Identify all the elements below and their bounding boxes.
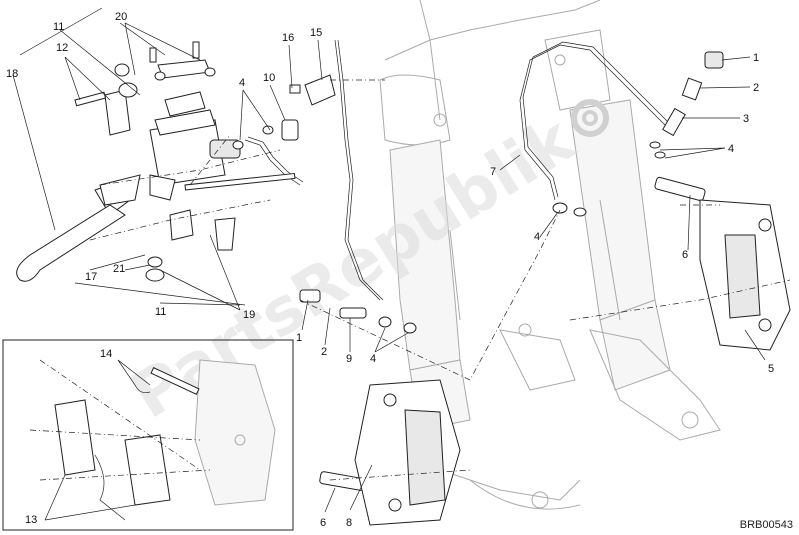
callout-19: 19 — [243, 309, 255, 321]
callout-4: 4 — [728, 143, 734, 155]
callout-1: 1 — [296, 332, 302, 344]
callout-1: 1 — [753, 52, 759, 64]
callout-8: 8 — [346, 517, 352, 529]
caliper-right — [699, 199, 791, 351]
callout-12: 12 — [56, 42, 68, 54]
callout-5: 5 — [768, 363, 774, 375]
callout-9: 9 — [346, 353, 352, 365]
callout-20: 20 — [115, 11, 127, 23]
callout-16: 16 — [282, 32, 294, 44]
callout-3: 3 — [743, 113, 749, 125]
inset-brake-pads — [2, 339, 294, 531]
callout-2: 2 — [753, 82, 759, 94]
callout-11: 11 — [155, 306, 166, 318]
callout-17: 17 — [85, 271, 97, 283]
callout-4: 4 — [370, 353, 376, 365]
alignment-lines — [29, 79, 791, 481]
banjo-bolts-and-washers — [232, 51, 724, 491]
callout-13: 13 — [25, 514, 37, 526]
gear-icon — [571, 99, 609, 137]
callout-14: 14 — [100, 348, 112, 360]
callout-10: 10 — [263, 72, 275, 84]
callout-11: 11 — [53, 21, 64, 33]
callout-21: 21 — [113, 263, 125, 275]
callout-labels: 11 20 12 18 4 10 16 15 1 2 3 4 5 6 7 4 1… — [6, 11, 774, 529]
master-cylinder-group — [16, 41, 296, 282]
callout-15: 15 — [310, 27, 322, 39]
callout-6: 6 — [320, 517, 326, 529]
diagram-code: BRB00543 — [740, 519, 793, 531]
callout-18: 18 — [6, 68, 18, 80]
callout-7: 7 — [490, 166, 496, 178]
caliper-left — [354, 379, 461, 526]
callout-2: 2 — [321, 346, 327, 358]
front-fork-ghost — [379, 0, 721, 510]
callout-6: 6 — [682, 249, 688, 261]
callout-4: 4 — [534, 231, 540, 243]
callout-4: 4 — [239, 77, 245, 89]
